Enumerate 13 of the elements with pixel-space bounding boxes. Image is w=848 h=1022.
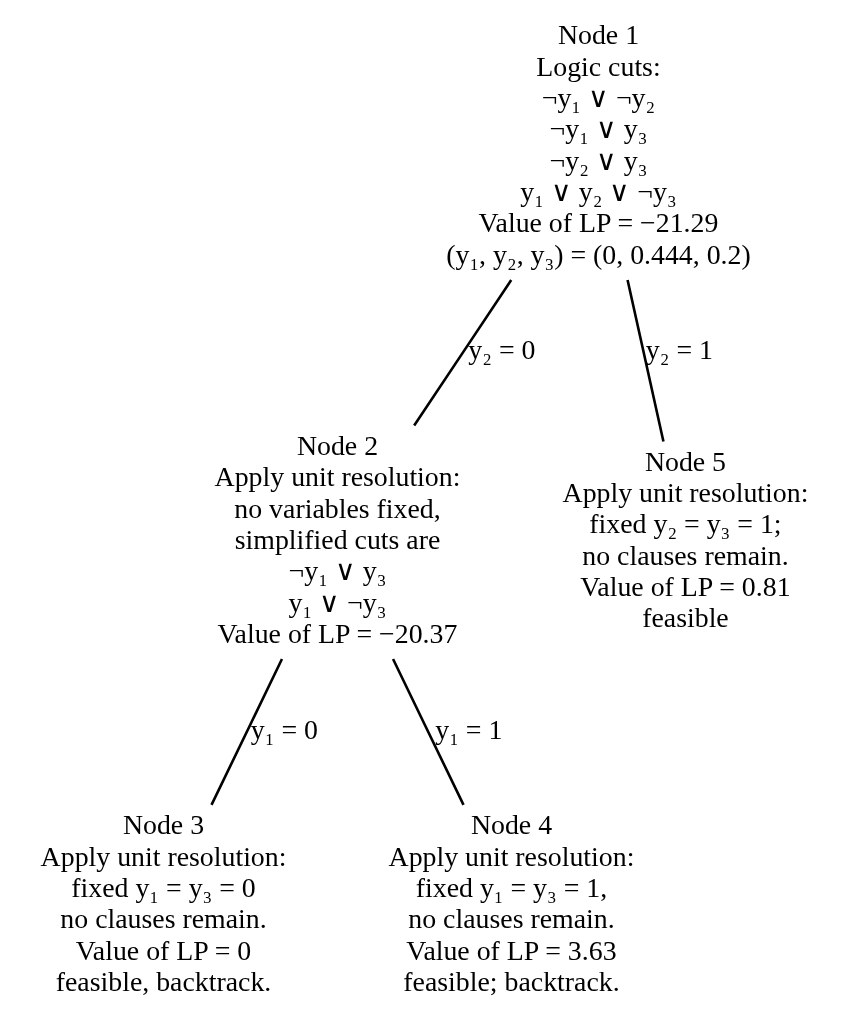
- node-text: Node 4 Apply unit resolution: fixed y₁ = y₃ = 1, no clauses remain. Value of LP = 3.63 feasible; backtrack.: [388, 809, 634, 997]
- edge-label: y₂ = 0: [467, 334, 535, 366]
- node-text: Node 2 Apply unit resolution: no variables fixed, simplified cuts are ¬y₁ ∨ y₃ y₁ ∨ ¬y₃ Value of LP = −20.37: [214, 429, 460, 649]
- node-text: Node 3 Apply unit resolution: fixed y₁ = y₃ = 0 no clauses remain. Value of LP = 0 feasible, backtrack.: [40, 809, 286, 997]
- connector: [412, 279, 512, 427]
- connector: [391, 658, 465, 806]
- edge-label: y₁ = 0: [250, 713, 318, 745]
- edge-label: y₂ = 1: [645, 334, 713, 366]
- node-text: Node 1 Logic cuts: ¬y₁ ∨ ¬y₂ ¬y₁ ∨ y₃ ¬y₂ ∨ y₃ y₁ ∨ y₂ ∨ ¬y₃ Value of LP = −21.29 (y₁, y₂, y₃) = (0, 0.444, 0.2): [445, 19, 751, 270]
- node-text: Node 5 Apply unit resolution: fixed y₂ = y₃ = 1; no clauses remain. Value of LP = 0.81 feasible: [562, 445, 808, 634]
- edge-label: y₁ = 1: [434, 713, 502, 745]
- connector: [209, 658, 283, 806]
- connector: [625, 279, 665, 442]
